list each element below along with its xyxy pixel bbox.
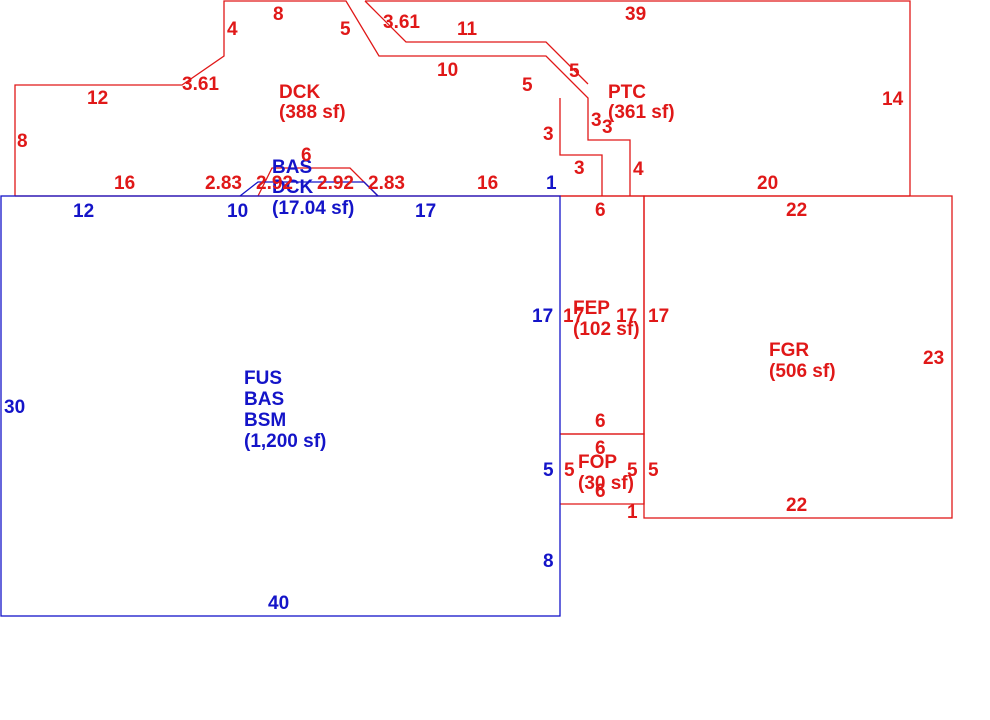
- dim-label: 11: [457, 19, 478, 40]
- dck-code: DCK: [279, 82, 320, 103]
- fop-area: (30 sf): [578, 473, 634, 494]
- dim-label: 39: [625, 4, 646, 25]
- dim-label: 2.92: [317, 173, 354, 194]
- bas-dck-code1: BAS: [272, 157, 312, 178]
- dim-label: 6: [301, 145, 312, 166]
- main-code3: BSM: [244, 410, 286, 431]
- dim-label: 17: [616, 306, 637, 327]
- dim-label: 3: [602, 117, 613, 138]
- dck-outline: [14, 0, 631, 196]
- main-area: (1,200 sf): [244, 431, 326, 452]
- ptc-outline: [365, 0, 911, 196]
- dim-label: 17: [532, 306, 553, 327]
- dim-label: 16: [477, 173, 498, 194]
- dim-label: 16: [114, 173, 135, 194]
- dim-label: 5: [564, 460, 575, 481]
- dim-label: 30: [4, 397, 25, 418]
- ptc-area: (361 sf): [608, 102, 675, 123]
- dim-label: 17: [563, 306, 584, 327]
- dck-step-outline: [559, 98, 603, 196]
- dim-label: 6: [595, 411, 606, 432]
- ptc-code: PTC: [608, 82, 646, 103]
- dim-label: 10: [227, 201, 248, 222]
- main-outline: [0, 195, 561, 617]
- dim-label: 1: [546, 173, 557, 194]
- dim-label: 4: [633, 159, 644, 180]
- dim-label: 20: [757, 173, 778, 194]
- bas-dck-blue-outline: [239, 181, 379, 197]
- dim-label: 3.61: [182, 74, 219, 95]
- dim-label: 5: [648, 460, 659, 481]
- dim-label: 8: [543, 551, 554, 572]
- dim-label: 3: [591, 110, 602, 131]
- dim-label: 2.83: [368, 173, 405, 194]
- dim-label: 12: [73, 201, 94, 222]
- dim-label: 2.92: [256, 173, 293, 194]
- fep-area: (102 sf): [573, 319, 640, 340]
- ptc-inner-outline: [364, 0, 589, 85]
- dim-label: 40: [268, 593, 289, 614]
- fgr-outline: [643, 195, 953, 519]
- dim-label: 22: [786, 495, 807, 516]
- fgr-code: FGR: [769, 340, 809, 361]
- dim-label: 8: [17, 131, 28, 152]
- dim-label: 6: [595, 481, 606, 502]
- dim-label: 5: [543, 460, 554, 481]
- dim-label: 6: [595, 200, 606, 221]
- main-code1: FUS: [244, 368, 282, 389]
- dim-label: 12: [87, 88, 108, 109]
- dim-label: 5: [522, 75, 533, 96]
- fop-code: FOP: [578, 452, 617, 473]
- main-code2: BAS: [244, 389, 284, 410]
- dim-label: 10: [437, 60, 458, 81]
- bas-dck-area: (17.04 sf): [272, 198, 354, 219]
- fep-code: FEP: [573, 298, 610, 319]
- dim-label: 6: [595, 438, 606, 459]
- dim-label: 3.61: [383, 12, 420, 33]
- dim-label: 3: [574, 158, 585, 179]
- dim-label: 5: [627, 460, 638, 481]
- dim-label: 14: [882, 89, 904, 110]
- bas-dck-code2: DCK: [272, 177, 313, 198]
- dim-label: 5: [340, 19, 351, 40]
- dim-label: 17: [648, 306, 669, 327]
- fgr-area: (506 sf): [769, 361, 836, 382]
- dim-label: 8: [273, 4, 284, 25]
- dck-area: (388 sf): [279, 102, 346, 123]
- dim-label: 2.83: [205, 173, 242, 194]
- dim-label: 1: [627, 502, 638, 523]
- dim-label: 5: [569, 61, 580, 82]
- dim-label: 22: [786, 200, 807, 221]
- dim-label: 4: [227, 19, 238, 40]
- dim-label: 23: [923, 348, 944, 369]
- dim-label: 3: [543, 124, 554, 145]
- dim-label: 17: [415, 201, 436, 222]
